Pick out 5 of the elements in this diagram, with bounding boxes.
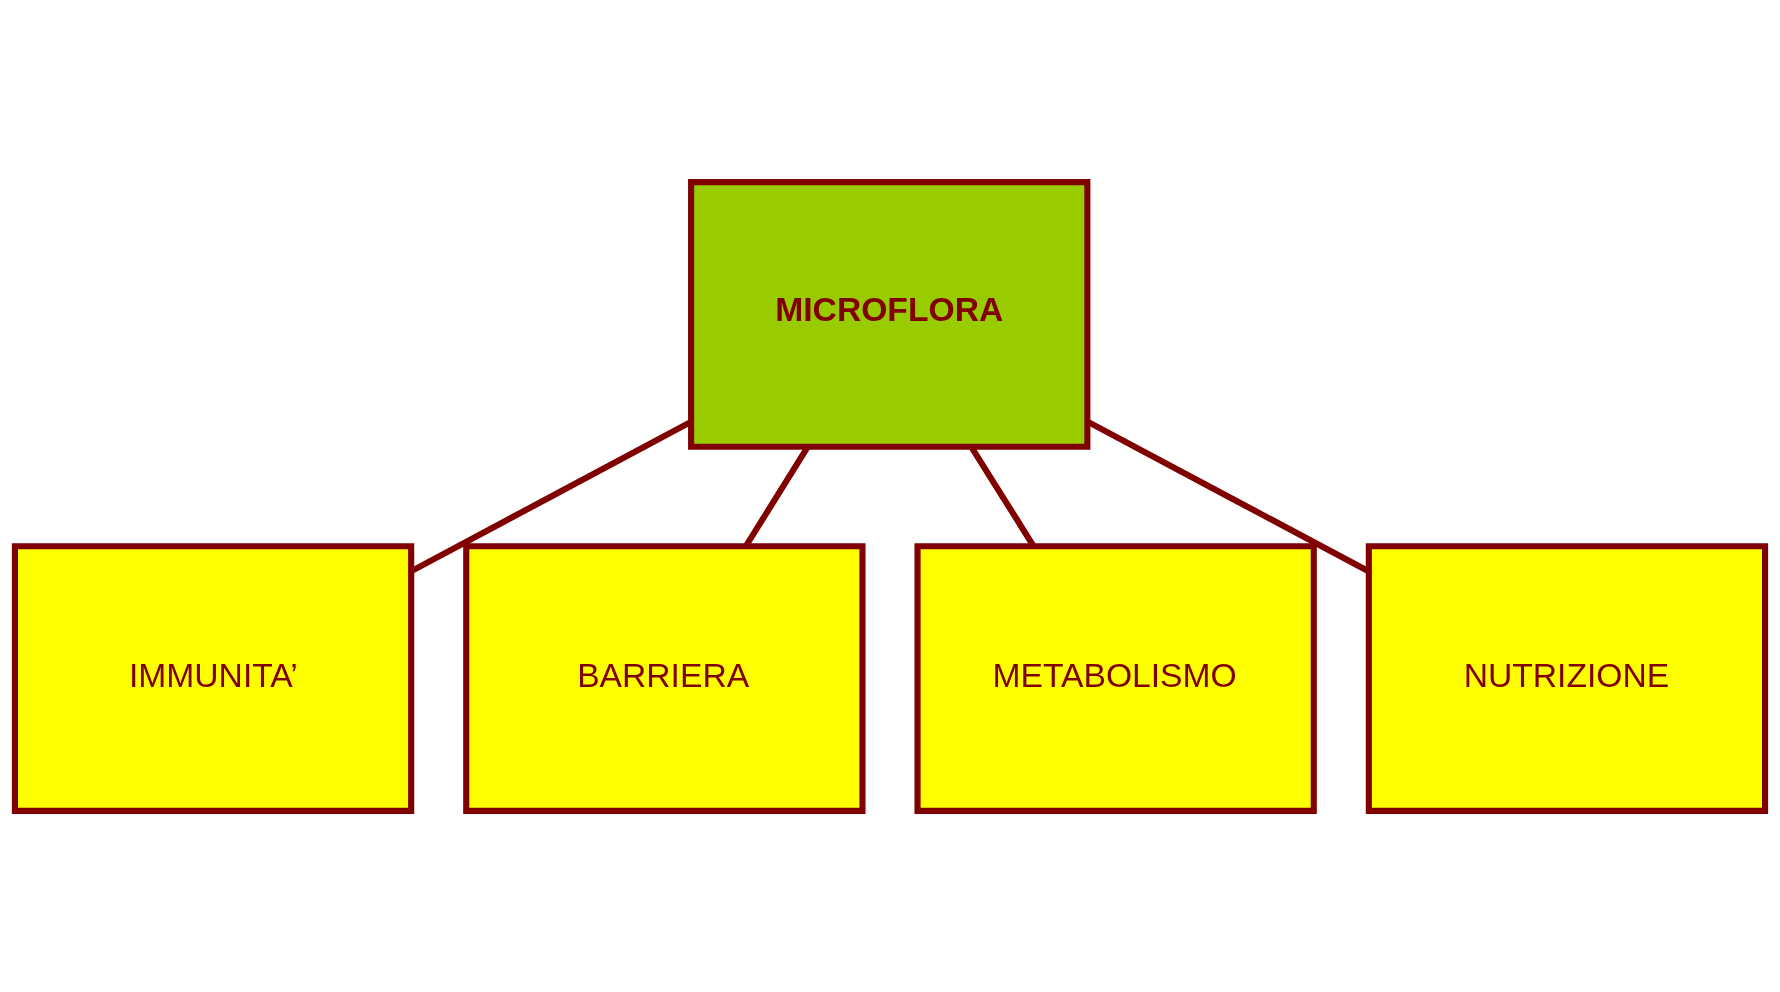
node-box: MICROFLORA [688, 178, 1091, 450]
node-box: BARRIERA [463, 542, 866, 814]
node-box: IMMUNITA’ [11, 542, 415, 814]
node-box: METABOLISMO [914, 542, 1317, 814]
node-box: NUTRIZIONE [1365, 542, 1769, 814]
